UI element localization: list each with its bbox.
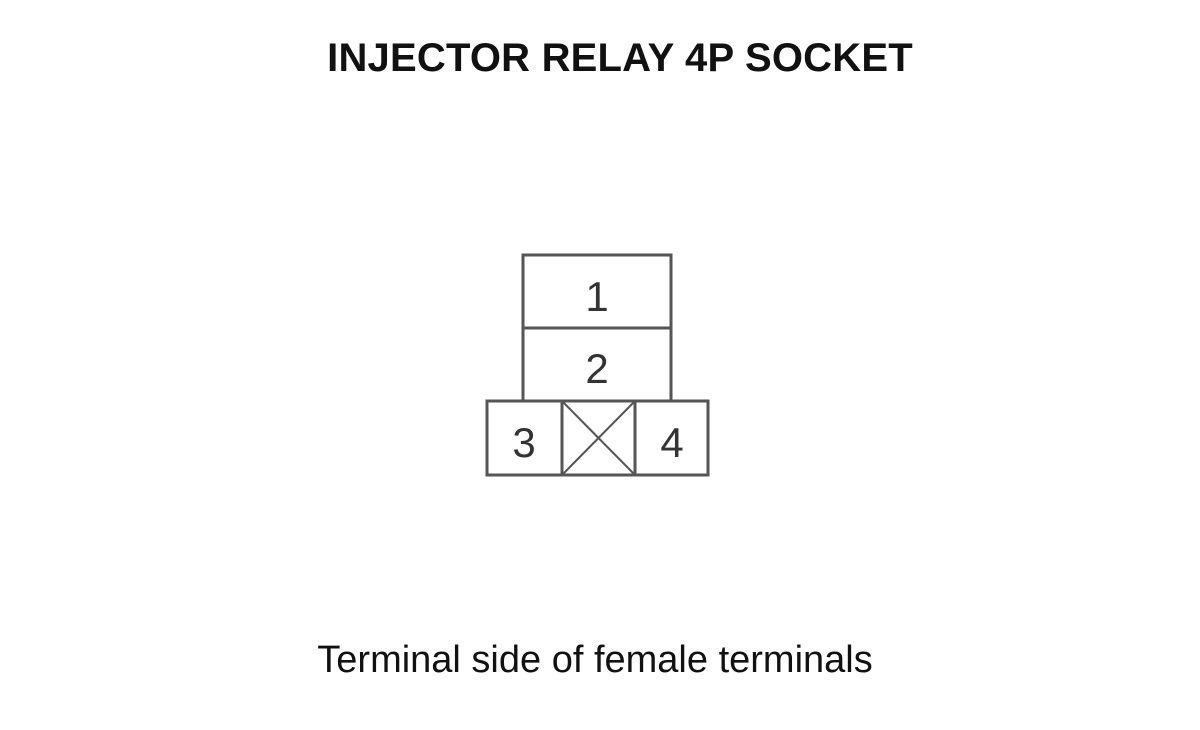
diagram-title: INJECTOR RELAY 4P SOCKET: [327, 36, 913, 80]
blank-cavity-cross-line: [561, 400, 636, 476]
terminal-cell-4: [633, 399, 710, 477]
terminal-label-1: 1: [585, 273, 608, 320]
terminal-label-3: 3: [512, 419, 535, 466]
terminal-label-2: 2: [585, 345, 608, 392]
terminal-label-4: 4: [660, 419, 683, 466]
diagram-caption: Terminal side of female terminals: [317, 639, 873, 681]
